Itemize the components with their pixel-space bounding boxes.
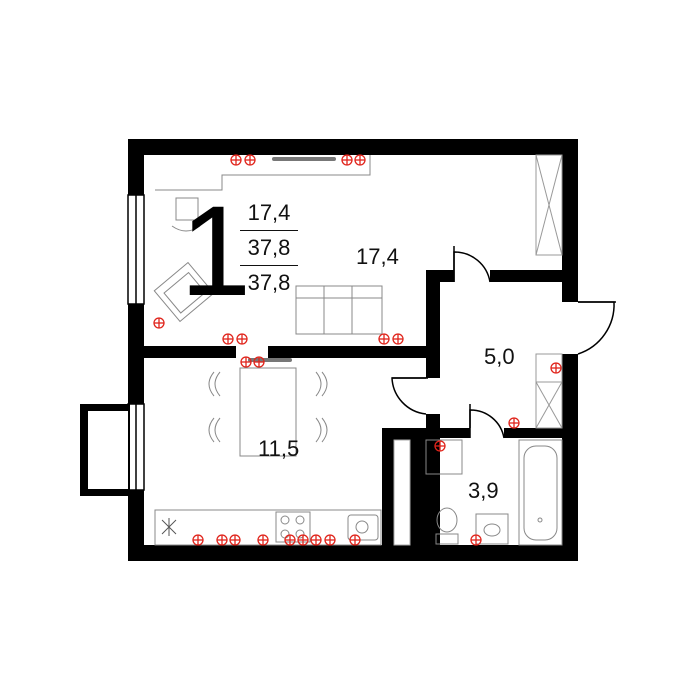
- socket-icon: [153, 317, 165, 329]
- socket-icon: [550, 362, 562, 374]
- sockets: [153, 154, 562, 546]
- socket-icon: [434, 440, 446, 452]
- room-area-hallway: 5,0: [484, 344, 515, 369]
- balcony: [80, 404, 130, 496]
- socket-icon: [341, 154, 353, 166]
- storage-closet: [393, 439, 411, 546]
- room-area-kitchen: 11,5: [258, 436, 300, 461]
- socket-icon: [324, 534, 336, 546]
- socket-icon: [236, 333, 248, 345]
- room-count: 1: [180, 180, 251, 323]
- outer-walls: [128, 139, 578, 561]
- socket-icon: [253, 356, 265, 368]
- socket-icon: [354, 154, 366, 166]
- window-living: [127, 194, 145, 305]
- socket-icon: [392, 333, 404, 345]
- kitchen-furniture: [154, 358, 382, 546]
- hall-cabinet: [535, 353, 563, 429]
- socket-icon: [349, 534, 361, 546]
- socket-icon: [310, 534, 322, 546]
- wardrobe: [535, 154, 563, 256]
- socket-icon: [508, 417, 520, 429]
- doors: [391, 246, 616, 439]
- socket-icon: [192, 534, 204, 546]
- divider: [240, 265, 298, 266]
- socket-icon: [284, 534, 296, 546]
- bathroom-fixtures: [425, 439, 563, 546]
- divider: [240, 230, 298, 231]
- total-area-value-2: 37,8: [247, 270, 291, 295]
- socket-icon: [216, 534, 228, 546]
- socket-icon: [244, 154, 256, 166]
- socket-icon: [297, 534, 309, 546]
- socket-icon: [378, 333, 390, 345]
- socket-icon: [257, 534, 269, 546]
- socket-icon: [222, 333, 234, 345]
- room-area-living: 17,4: [356, 244, 399, 269]
- window-kitchen: [127, 403, 145, 491]
- total-area-value: 37,8: [247, 235, 291, 260]
- socket-icon: [229, 534, 241, 546]
- socket-icon: [230, 154, 242, 166]
- socket-icon: [240, 356, 252, 368]
- inner-walls: [144, 270, 570, 561]
- room-area-bathroom: 3,9: [468, 478, 499, 503]
- living-furniture: [153, 155, 383, 335]
- living-area-value: 17,4: [247, 200, 291, 225]
- area-summary: 17,4 37,8 37,8: [238, 196, 300, 300]
- socket-icon: [470, 534, 482, 546]
